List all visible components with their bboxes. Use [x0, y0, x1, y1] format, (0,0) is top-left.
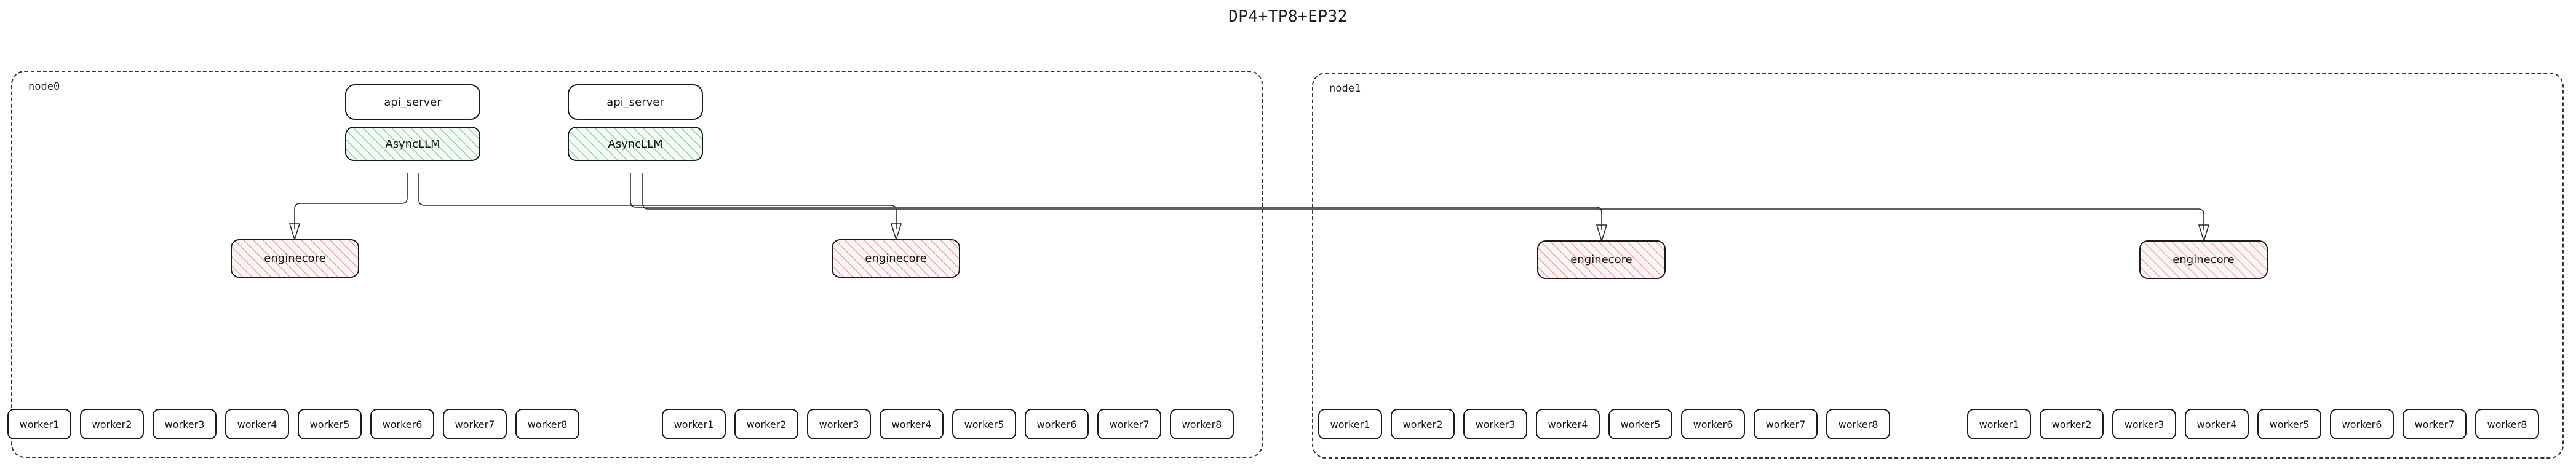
api-server-box-0[interactable]: api_server	[345, 84, 480, 120]
worker-label-n1g1-7: worker7	[2414, 418, 2455, 430]
api-server-label-1: api_server	[606, 95, 664, 109]
worker-box-n1g0-6[interactable]: worker6	[1681, 409, 1745, 439]
worker-label-n0g0-1: worker1	[19, 418, 60, 430]
arrowhead-enginecore0	[288, 223, 301, 242]
node-label-node1: node1	[1329, 82, 1361, 95]
enginecore-box-3[interactable]: enginecore	[2139, 240, 2268, 279]
worker-box-n0g1-1[interactable]: worker1	[662, 409, 726, 439]
worker-label-n0g0-6: worker6	[382, 418, 423, 430]
worker-box-n0g0-3[interactable]: worker3	[153, 409, 217, 439]
worker-box-n1g1-8[interactable]: worker8	[2475, 409, 2539, 439]
worker-label-n1g0-6: worker6	[1693, 418, 1733, 430]
worker-label-n0g0-5: worker5	[309, 418, 350, 430]
worker-label-n1g0-2: worker2	[1402, 418, 1443, 430]
worker-label-n0g1-5: worker5	[964, 418, 1004, 430]
worker-box-n1g0-1[interactable]: worker1	[1318, 409, 1382, 439]
worker-box-n0g1-2[interactable]: worker2	[734, 409, 798, 439]
enginecore-box-1[interactable]: enginecore	[832, 239, 960, 278]
worker-label-n1g1-6: worker6	[2342, 418, 2382, 430]
worker-label-n0g1-1: worker1	[674, 418, 714, 430]
worker-label-n1g1-1: worker1	[1979, 418, 2019, 430]
worker-box-n0g1-4[interactable]: worker4	[880, 409, 944, 439]
asyncllm-label-0: AsyncLLM	[385, 137, 440, 151]
node-cluster-node1: node1	[1312, 73, 2564, 459]
asyncllm-box-0[interactable]: AsyncLLM	[345, 127, 480, 161]
node-cluster-node0: node0	[11, 71, 1263, 458]
worker-label-n0g0-7: worker7	[455, 418, 495, 430]
worker-box-n0g1-7[interactable]: worker7	[1097, 409, 1161, 439]
worker-label-n0g1-6: worker6	[1036, 418, 1077, 430]
worker-box-n0g0-6[interactable]: worker6	[370, 409, 434, 439]
enginecore-label-3: enginecore	[2173, 253, 2235, 266]
worker-label-n1g1-5: worker5	[2269, 418, 2310, 430]
worker-label-n1g1-3: worker3	[2124, 418, 2165, 430]
page-title: DP4+TP8+EP32	[1228, 7, 1348, 26]
enginecore-box-0[interactable]: enginecore	[231, 239, 359, 278]
worker-label-n1g0-1: worker1	[1330, 418, 1370, 430]
asyncllm-box-1[interactable]: AsyncLLM	[568, 127, 703, 161]
worker-box-n1g0-2[interactable]: worker2	[1391, 409, 1455, 439]
worker-label-n0g0-8: worker8	[527, 418, 568, 430]
worker-box-n0g0-1[interactable]: worker1	[7, 409, 71, 439]
edge-asyncllm1-enginecore2	[630, 173, 1602, 230]
worker-box-n0g1-6[interactable]: worker6	[1025, 409, 1089, 439]
worker-box-n0g0-5[interactable]: worker5	[298, 409, 362, 439]
worker-box-n1g1-5[interactable]: worker5	[2257, 409, 2321, 439]
arrowhead-enginecore3	[2198, 224, 2210, 243]
worker-label-n0g1-3: worker3	[819, 418, 859, 430]
worker-label-n1g0-8: worker8	[1838, 418, 1878, 430]
worker-box-n1g1-6[interactable]: worker6	[2330, 409, 2394, 439]
enginecore-label-1: enginecore	[865, 252, 927, 265]
worker-label-n0g1-7: worker7	[1109, 418, 1150, 430]
worker-box-n0g0-4[interactable]: worker4	[225, 409, 289, 439]
worker-label-n1g1-2: worker2	[2051, 418, 2092, 430]
worker-box-n1g1-4[interactable]: worker4	[2185, 409, 2249, 439]
edge-asyncllm0-enginecore1	[418, 173, 897, 229]
edge-asyncllm0-enginecore0	[294, 173, 408, 229]
worker-label-n0g1-2: worker2	[746, 418, 787, 430]
worker-box-n0g1-3[interactable]: worker3	[807, 409, 871, 439]
worker-box-n0g0-8[interactable]: worker8	[515, 409, 579, 439]
worker-box-n0g1-8[interactable]: worker8	[1170, 409, 1234, 439]
worker-label-n0g0-2: worker2	[92, 418, 132, 430]
api-server-label-0: api_server	[384, 95, 442, 109]
node-label-node0: node0	[28, 81, 60, 93]
worker-box-n1g1-7[interactable]: worker7	[2403, 409, 2467, 439]
worker-box-n0g1-5[interactable]: worker5	[952, 409, 1016, 439]
enginecore-label-0: enginecore	[264, 252, 326, 265]
enginecore-box-2[interactable]: enginecore	[1537, 240, 1666, 279]
worker-label-n1g0-7: worker7	[1765, 418, 1806, 430]
worker-box-n1g0-4[interactable]: worker4	[1536, 409, 1600, 439]
worker-box-n1g0-3[interactable]: worker3	[1463, 409, 1527, 439]
worker-label-n0g1-4: worker4	[891, 418, 932, 430]
edge-asyncllm1-enginecore3	[642, 173, 2204, 230]
worker-box-n1g0-8[interactable]: worker8	[1826, 409, 1890, 439]
asyncllm-label-1: AsyncLLM	[608, 137, 663, 151]
worker-box-n1g1-1[interactable]: worker1	[1967, 409, 2031, 439]
enginecore-label-2: enginecore	[1570, 253, 1632, 266]
worker-label-n1g0-3: worker3	[1475, 418, 1516, 430]
worker-label-n1g1-4: worker4	[2196, 418, 2237, 430]
worker-box-n0g0-7[interactable]: worker7	[443, 409, 507, 439]
worker-box-n1g1-2[interactable]: worker2	[2040, 409, 2104, 439]
worker-box-n0g0-2[interactable]: worker2	[80, 409, 144, 439]
worker-box-n1g1-3[interactable]: worker3	[2112, 409, 2176, 439]
worker-label-n0g1-8: worker8	[1182, 418, 1222, 430]
worker-box-n1g0-5[interactable]: worker5	[1608, 409, 1672, 439]
worker-label-n1g0-5: worker5	[1620, 418, 1661, 430]
api-server-box-1[interactable]: api_server	[568, 84, 703, 120]
worker-label-n0g0-3: worker3	[164, 418, 205, 430]
worker-label-n1g1-8: worker8	[2487, 418, 2527, 430]
worker-box-n1g0-7[interactable]: worker7	[1754, 409, 1818, 439]
worker-label-n1g0-4: worker4	[1548, 418, 1588, 430]
worker-label-n0g0-4: worker4	[237, 418, 277, 430]
arrowhead-enginecore1	[890, 223, 902, 242]
arrowhead-enginecore2	[1596, 224, 1608, 243]
